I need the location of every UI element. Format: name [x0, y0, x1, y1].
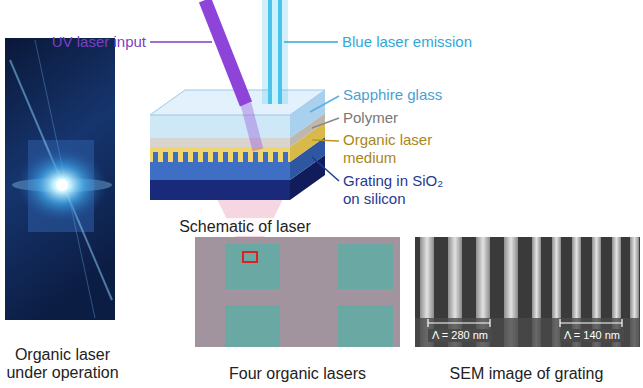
grating-ridge [263, 152, 268, 162]
uv-beam-inside [246, 104, 258, 150]
layer-label: Grating in SiO₂ on silicon [343, 172, 463, 208]
laser-pad [338, 244, 393, 289]
laser-spot-core [56, 179, 68, 191]
grating-ridge [243, 152, 248, 162]
beam-label: UV laser input [40, 33, 146, 51]
leader-line [284, 41, 338, 43]
leader-line [312, 140, 339, 141]
beam-label: Blue laser emission [342, 33, 492, 51]
laser-spot [17, 147, 107, 223]
dimension-line [560, 322, 622, 323]
laser-pad [225, 244, 280, 289]
grating-ridge [153, 152, 158, 162]
zoom-box [243, 252, 257, 262]
leader-line [312, 118, 339, 128]
caption-box: Organic laser under operation [0, 346, 125, 382]
grating-ridge [283, 152, 288, 162]
laser-pad [338, 305, 393, 347]
caption-box: Schematic of laser [150, 218, 340, 236]
dimension-label: Λ = 280 nm [428, 329, 492, 342]
panel-caption: Organic laser under operation [0, 346, 125, 382]
grating-ridge [163, 152, 168, 162]
dimension-tick [489, 319, 490, 327]
blue-beam-glow [262, 0, 288, 104]
sapphire-layer [150, 115, 290, 138]
sem-image [415, 237, 640, 347]
layer-label: Polymer [343, 109, 473, 127]
leader-line [150, 41, 212, 43]
panel-caption: Four organic lasers [226, 365, 369, 383]
grating-ridge [213, 152, 218, 162]
grating-ridges [153, 152, 288, 162]
image-panel: Schematic of laser [150, 55, 340, 237]
device-photo [195, 237, 400, 347]
blue-beam-core [272, 0, 278, 104]
dimension-label: Λ = 140 nm [560, 329, 624, 342]
dimension-tick [621, 319, 622, 327]
laser-photo [5, 38, 115, 320]
caption-box: SEM image of grating [410, 365, 643, 383]
grating-ridge [253, 152, 258, 162]
image-panel: Organic laser under operation [0, 36, 125, 386]
dimension-tick [559, 319, 560, 327]
laser-pad [225, 305, 280, 347]
dimension-line [428, 322, 490, 323]
image-panel: SEM image of grating [410, 237, 643, 387]
layer-label: Organic laser medium [343, 131, 463, 167]
grating-ridge [193, 152, 198, 162]
blue-beam [268, 0, 282, 104]
grating-ridge [223, 152, 228, 162]
polymer-layer [150, 138, 290, 147]
grating-ridge [183, 152, 188, 162]
layer-label: Sapphire glass [343, 86, 473, 104]
caption-box: Four organic lasers [195, 365, 400, 383]
panel-caption: Schematic of laser [176, 218, 314, 236]
uv-beam [205, 0, 246, 104]
dimension-tick [427, 319, 428, 327]
sem-info-band [415, 318, 640, 347]
image-panel: Four organic lasers [195, 237, 400, 387]
panel-caption: SEM image of grating [447, 365, 607, 383]
silicon-layer [150, 180, 290, 200]
light-streak [10, 60, 112, 300]
sio2-layer [150, 162, 290, 180]
organic-layer [150, 147, 290, 162]
grating-ridge [273, 152, 278, 162]
dimension-arrow [428, 319, 622, 327]
leader-line [310, 96, 339, 112]
grating-ridge [203, 152, 208, 162]
leader-line [312, 157, 339, 181]
grating-ridge [173, 152, 178, 162]
grating-ridge [233, 152, 238, 162]
